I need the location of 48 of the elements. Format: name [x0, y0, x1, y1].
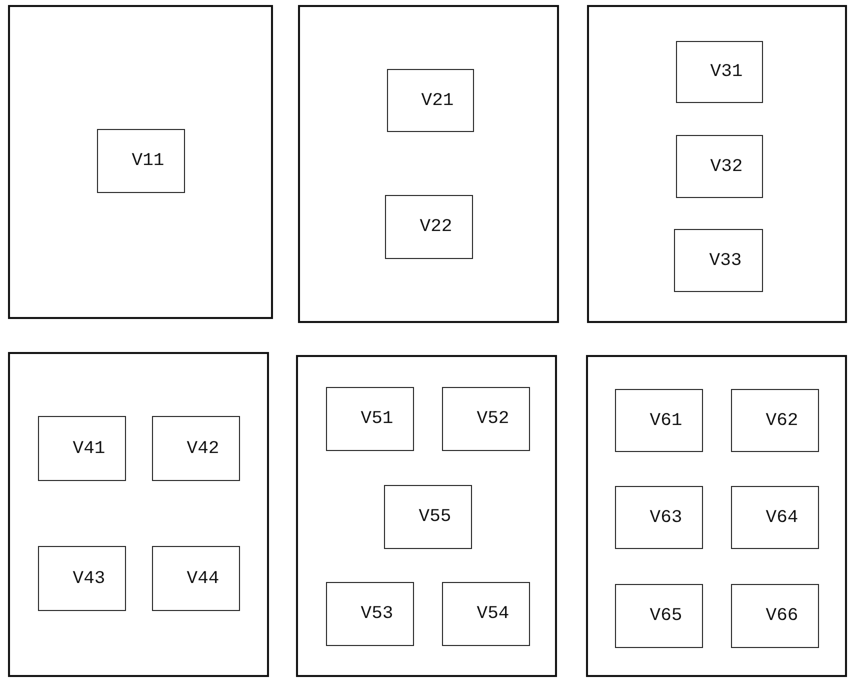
component-label: V52 [476, 409, 510, 429]
layout-panel [298, 5, 559, 323]
component-box [38, 546, 126, 611]
component-label: V11 [132, 151, 164, 171]
component-label: V51 [360, 409, 394, 429]
component-box [676, 41, 763, 103]
component-box [326, 582, 414, 646]
component-box [152, 546, 240, 611]
component-box [387, 69, 474, 132]
component-box [731, 486, 819, 549]
component-label: V31 [710, 62, 743, 82]
component-label: V53 [360, 604, 394, 624]
component-label: V22 [420, 217, 452, 237]
component-box [731, 584, 819, 648]
component-box [674, 229, 763, 292]
component-label: V61 [650, 410, 682, 430]
component-label: V41 [72, 438, 106, 458]
component-box [731, 389, 819, 452]
component-box [384, 485, 472, 549]
component-label: V32 [710, 156, 743, 176]
component-label: V63 [650, 508, 682, 528]
component-label: V44 [186, 568, 220, 588]
component-box [38, 416, 126, 481]
component-box [152, 416, 240, 481]
component-box [385, 195, 473, 259]
component-box [442, 387, 530, 451]
component-label: V54 [476, 604, 510, 624]
layout-panel [8, 5, 273, 319]
component-label: V55 [418, 507, 452, 527]
component-box [615, 389, 703, 452]
component-label: V64 [766, 508, 798, 528]
component-label: V62 [766, 410, 798, 430]
layout-panel [296, 355, 557, 677]
component-box [97, 129, 185, 193]
layout-panel [587, 5, 847, 323]
component-box [442, 582, 530, 646]
component-box [326, 387, 414, 451]
component-box [676, 135, 763, 198]
component-label: V42 [186, 438, 220, 458]
layout-panel [586, 355, 847, 677]
component-label: V65 [650, 606, 682, 626]
component-box [615, 486, 703, 549]
component-box [615, 584, 703, 648]
component-label: V33 [709, 250, 742, 270]
component-label: V43 [72, 568, 106, 588]
component-label: V21 [421, 90, 454, 110]
component-label: V66 [766, 606, 798, 626]
layout-panel [8, 352, 269, 677]
